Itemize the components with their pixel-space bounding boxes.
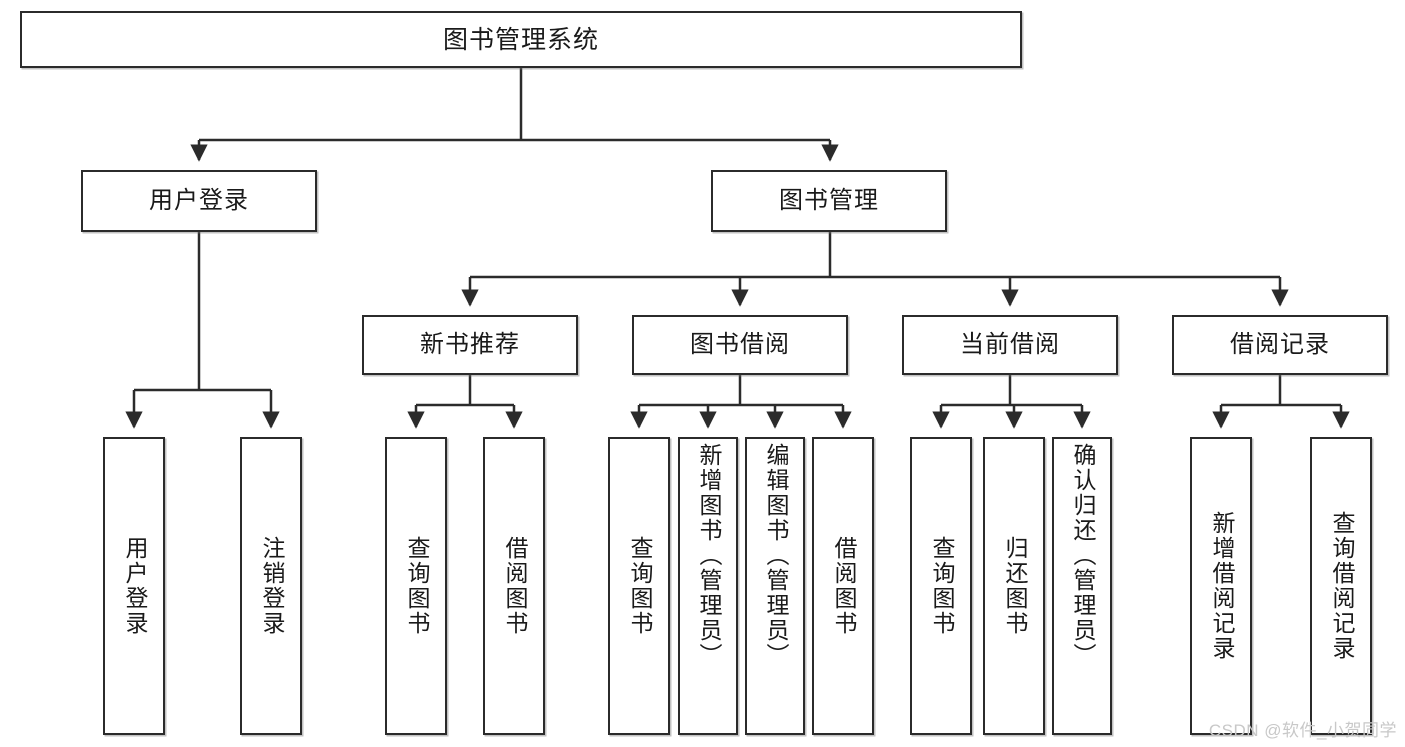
leaf-add-book-admin[interactable]: 新增图书（管理员）	[678, 437, 738, 735]
node-current-borrow[interactable]: 当前借阅	[902, 315, 1118, 375]
leaf-query-book-recommend[interactable]: 查询图书	[385, 437, 447, 735]
leaf-confirm-return-admin[interactable]: 确认归还（管理员）	[1052, 437, 1112, 735]
leaf-add-borrow-record[interactable]: 新增借阅记录	[1190, 437, 1252, 735]
leaf-query-book-borrow[interactable]: 查询图书	[608, 437, 670, 735]
leaf-borrow-book-recommend[interactable]: 借阅图书	[483, 437, 545, 735]
leaf-return-book[interactable]: 归还图书	[983, 437, 1045, 735]
node-borrow-record[interactable]: 借阅记录	[1172, 315, 1388, 375]
leaf-query-book-current[interactable]: 查询图书	[910, 437, 972, 735]
leaf-edit-book-admin[interactable]: 编辑图书（管理员）	[745, 437, 805, 735]
node-book-management[interactable]: 图书管理	[711, 170, 947, 232]
csdn-watermark: CSDN @软件_小贺同学	[1208, 721, 1397, 740]
node-root-system[interactable]: 图书管理系统	[20, 11, 1022, 68]
node-user-login[interactable]: 用户登录	[81, 170, 317, 232]
node-new-book-recommend[interactable]: 新书推荐	[362, 315, 578, 375]
leaf-borrow-book[interactable]: 借阅图书	[812, 437, 874, 735]
node-book-borrow[interactable]: 图书借阅	[632, 315, 848, 375]
leaf-logout[interactable]: 注销登录	[240, 437, 302, 735]
leaf-query-borrow-record[interactable]: 查询借阅记录	[1310, 437, 1372, 735]
leaf-user-login[interactable]: 用户登录	[103, 437, 165, 735]
